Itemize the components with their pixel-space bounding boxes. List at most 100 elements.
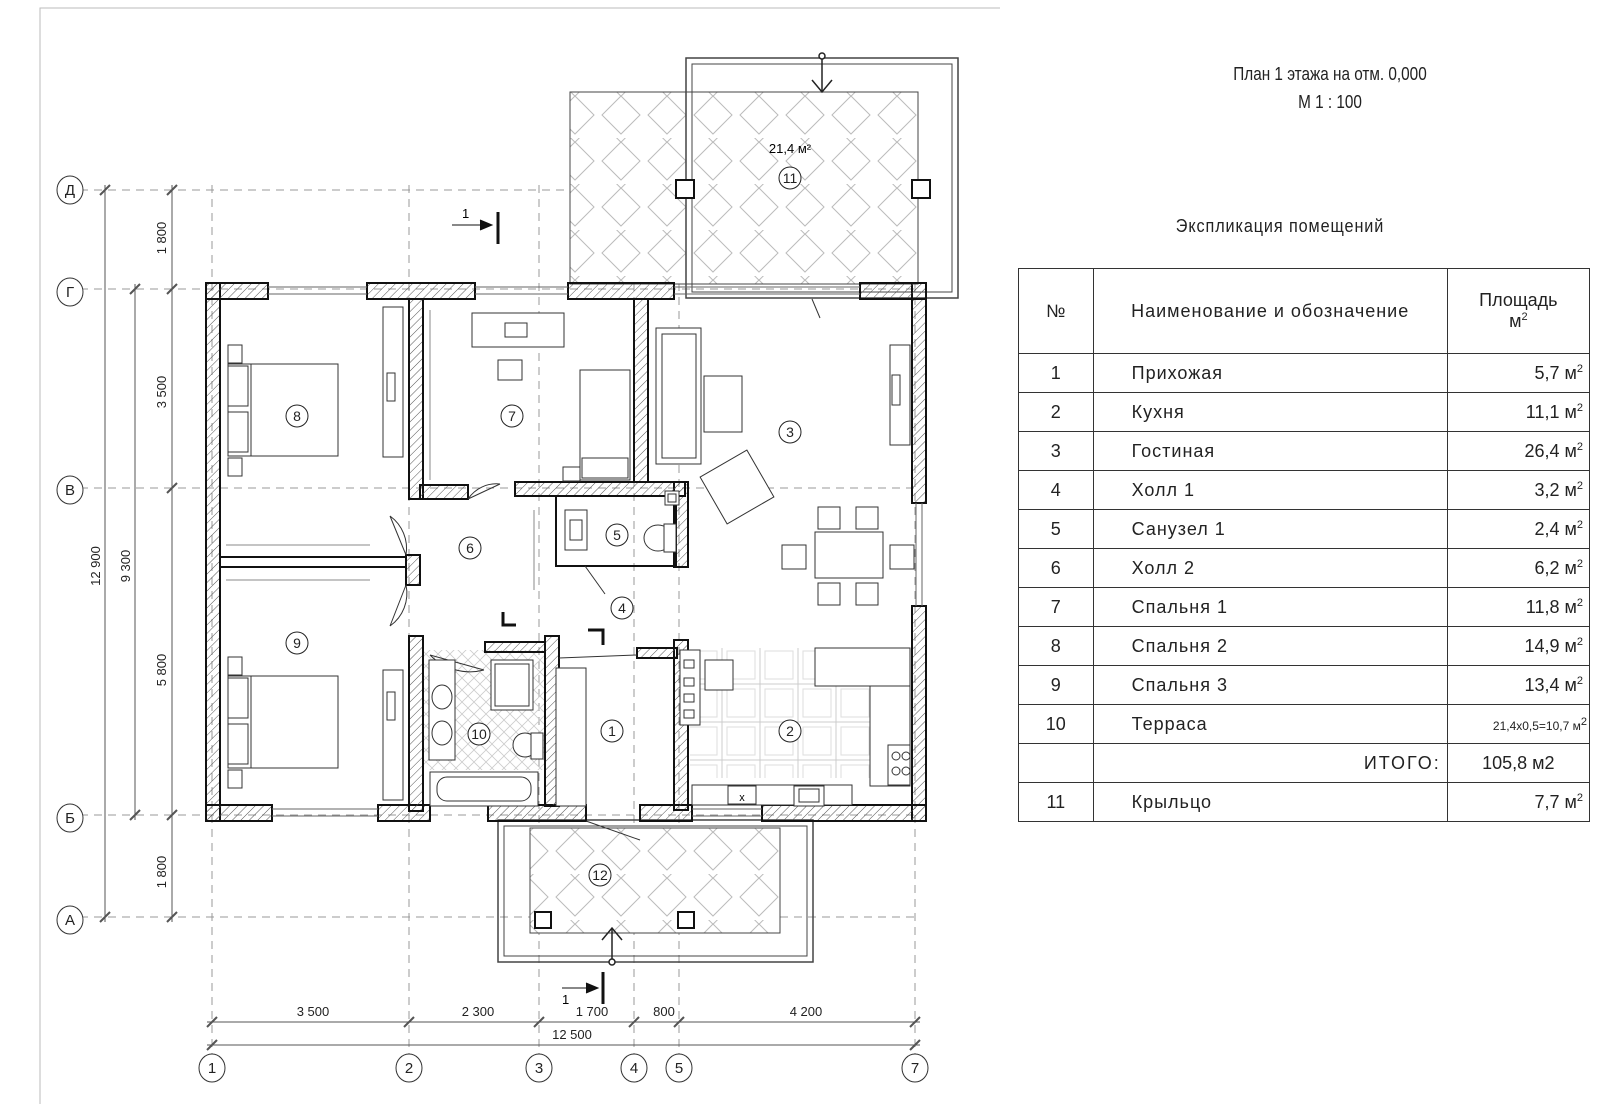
header-num: № bbox=[1018, 268, 1094, 354]
row-name: Санузел 1 bbox=[1092, 509, 1448, 549]
row-num: 3 bbox=[1018, 431, 1094, 471]
plan-title: План 1 этажа на отм. 0,000 bbox=[1233, 64, 1427, 84]
svg-text:6: 6 bbox=[466, 540, 474, 556]
walls bbox=[205, 282, 927, 822]
table-total-row: ИТОГО: 105,8 м2 bbox=[1018, 743, 1591, 783]
total-label: ИТОГО: bbox=[1092, 743, 1448, 783]
stove-mark: x bbox=[739, 792, 745, 804]
room-mark-8: 8 bbox=[285, 404, 309, 428]
room-mark-3: 3 bbox=[778, 420, 802, 444]
row-num: 7 bbox=[1018, 587, 1094, 627]
axis-bubble-num-0: 1 bbox=[198, 1053, 226, 1083]
axis-bubble-0: Д bbox=[56, 175, 84, 205]
svg-text:2: 2 bbox=[405, 1060, 413, 1077]
svg-text:9: 9 bbox=[293, 635, 301, 651]
plan-scale: М 1 : 100 bbox=[1298, 92, 1362, 112]
room-mark-11: 11 bbox=[778, 166, 802, 190]
room-mark-5: 5 bbox=[605, 523, 629, 547]
dim-vertical-total: 9 300 bbox=[118, 550, 133, 583]
row-name: Гостиная bbox=[1092, 431, 1448, 471]
svg-text:4: 4 bbox=[630, 1060, 638, 1077]
axis-bubble-num-2: 3 bbox=[525, 1053, 553, 1083]
room-mark-9: 9 bbox=[285, 631, 309, 655]
room-mark-6: 6 bbox=[458, 536, 482, 560]
row-area: 26,4 м2 bbox=[1446, 431, 1591, 471]
svg-text:8: 8 bbox=[293, 408, 301, 424]
svg-text:5: 5 bbox=[675, 1060, 683, 1077]
svg-text:10: 10 bbox=[471, 726, 487, 742]
svg-text:А: А bbox=[65, 912, 75, 929]
row-name: Холл 1 bbox=[1092, 470, 1448, 510]
row-name: Спальня 3 bbox=[1092, 665, 1448, 705]
terrace-floor bbox=[569, 91, 919, 285]
svg-text:1: 1 bbox=[608, 723, 616, 739]
room-mark-4: 4 bbox=[610, 596, 634, 620]
row-area: 6,2 м2 bbox=[1446, 548, 1591, 588]
dim-horizontal: 3 500 bbox=[297, 1004, 330, 1019]
dim-vertical: 1 800 bbox=[154, 856, 169, 889]
porch-floor bbox=[529, 827, 781, 934]
svg-text:7: 7 bbox=[508, 408, 516, 424]
row-area: 21,4x0,5=10,7 м2 bbox=[1446, 704, 1591, 744]
dim-vertical: 5 800 bbox=[154, 654, 169, 687]
axis-bubble-num-1: 2 bbox=[395, 1053, 423, 1083]
svg-text:7: 7 bbox=[911, 1060, 919, 1077]
table-header-row: № Наименование и обозначение Площадь м2 bbox=[1018, 268, 1591, 354]
dim-vertical-total: 12 900 bbox=[88, 546, 103, 586]
svg-text:12: 12 bbox=[592, 867, 608, 883]
section-mark-bottom: 1 bbox=[562, 992, 569, 1007]
header-name: Наименование и обозначение bbox=[1092, 268, 1448, 354]
svg-text:Д: Д bbox=[65, 182, 75, 199]
svg-text:3: 3 bbox=[786, 424, 794, 440]
table-row: 11 Крыльцо 7,7 м2 bbox=[1018, 782, 1591, 822]
axis-bubble-4: А bbox=[56, 905, 84, 935]
armchair bbox=[699, 449, 775, 525]
row-num: 6 bbox=[1018, 548, 1094, 588]
row-num: 1 bbox=[1018, 353, 1094, 393]
row-num: 5 bbox=[1018, 509, 1094, 549]
dim-horizontal: 1 700 bbox=[576, 1004, 609, 1019]
svg-text:11: 11 bbox=[783, 170, 798, 186]
svg-text:4: 4 bbox=[618, 600, 626, 616]
dim-vertical: 3 500 bbox=[154, 376, 169, 409]
axis-bubble-num-5: 7 bbox=[901, 1053, 929, 1083]
room-mark-10: 10 bbox=[467, 722, 491, 746]
dim-horizontal: 2 300 bbox=[462, 1004, 495, 1019]
svg-text:2: 2 bbox=[786, 723, 794, 739]
room-mark-12: 12 bbox=[588, 863, 612, 887]
row-num: 4 bbox=[1018, 470, 1094, 510]
axis-bubble-num-4: 5 bbox=[665, 1053, 693, 1083]
row-num: 2 bbox=[1018, 392, 1094, 432]
axis-bubble-3: Б bbox=[56, 803, 84, 833]
svg-text:1: 1 bbox=[208, 1060, 216, 1077]
room-mark-2: 2 bbox=[778, 719, 802, 743]
axis-bubble-1: Г bbox=[56, 277, 84, 307]
wardrobe-9 bbox=[382, 669, 404, 801]
axis-bubble-2: В bbox=[56, 475, 84, 505]
dim-overall: 12 500 bbox=[552, 1027, 592, 1042]
svg-text:В: В bbox=[65, 482, 75, 499]
row-name: Холл 2 bbox=[1092, 548, 1448, 588]
row-name: Прихожая bbox=[1092, 353, 1448, 393]
svg-text:3: 3 bbox=[535, 1060, 543, 1077]
row-num: 9 bbox=[1018, 665, 1094, 705]
section-mark-top: 1 bbox=[462, 206, 469, 221]
row-area: 11,8 м2 bbox=[1446, 587, 1591, 627]
row-name: Терраса bbox=[1092, 704, 1448, 744]
dim-horizontal: 4 200 bbox=[790, 1004, 823, 1019]
total-value: 105,8 м2 bbox=[1446, 743, 1591, 783]
axis-bubble-num-3: 4 bbox=[620, 1053, 648, 1083]
row-area: 3,2 м2 bbox=[1446, 470, 1591, 510]
dim-vertical: 1 800 bbox=[154, 222, 169, 255]
coffee-table bbox=[703, 375, 743, 433]
explication-table: № Наименование и обозначение Площадь м2 … bbox=[1018, 268, 1591, 822]
